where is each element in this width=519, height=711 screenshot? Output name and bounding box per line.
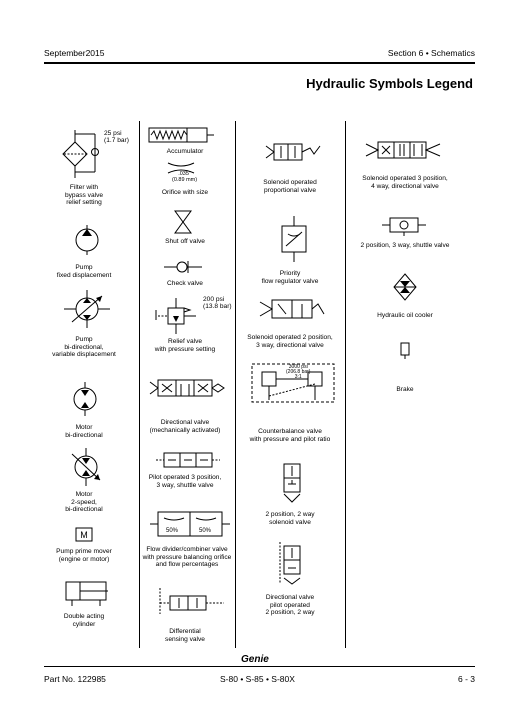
genie-logo: Genie [241,654,269,665]
double-acting-cylinder-symbol [65,581,108,606]
caption: Directional valve(mechanically activated… [149,419,221,434]
orifice-note: .035"(0.89 mm) [172,171,198,183]
pilot-2pos-2way-symbol [279,542,301,585]
motor-bidirectional-symbol [73,382,97,416]
solenoid-proportional-valve-symbol [265,143,321,161]
header-date: September2015 [44,48,105,58]
oil-cooler-symbol [393,273,417,301]
header-section: Section 6 • Schematics [387,48,475,58]
accumulator-symbol [148,127,214,143]
caption: 2 position, 3 way, shuttle valve [360,242,450,249]
caption: Pilot operated 3 position,3 way, shuttle… [148,474,222,489]
counterbalance-note: 3000 psi(206.8 bar)3:1 [286,364,311,380]
shuttle-valve-symbol [382,217,426,236]
caption: Solenoid operated 2 position,3 way, dire… [247,334,333,349]
priority-flow-regulator-symbol [281,216,307,262]
page-title: Hydraulic Symbols Legend [306,76,473,91]
svg-text:M: M [80,530,88,540]
caption: Hydraulic oil cooler [377,312,433,319]
pump-fixed-symbol [75,225,99,255]
header-rule [44,62,475,64]
brake-symbol [400,342,410,359]
solenoid-2pos-3way-symbol [259,299,325,319]
caption: Pump prime mover(engine or motor) [56,548,112,563]
footer-rule [44,666,475,667]
column-divider [139,121,140,648]
model-list: S-80 • S-85 • S-80X [220,674,295,684]
column-divider [345,121,346,648]
solenoid-2pos-2way-symbol [283,463,301,503]
differential-sensing-valve-symbol [159,588,224,614]
relief-note: 200 psi(13.8 bar) [203,296,232,310]
filter-note: 25 psi(1.7 bar) [104,130,129,144]
pump-variable-symbol [64,290,110,328]
solenoid-3pos-4way-symbol [365,141,441,159]
check-valve-symbol [164,261,202,273]
flow-divider-symbol [150,511,230,537]
page-number: 6 - 3 [457,674,475,684]
directional-valve-mech-symbol [149,379,225,397]
relief-valve-symbol [155,298,196,334]
flow-pct-left: 50% [166,528,179,534]
flow-pct-right: 50% [199,528,212,534]
part-number: Part No. 122985 [44,674,106,684]
caption: Orifice with size [161,189,209,196]
pilot-shuttle-valve-symbol [156,452,220,468]
motor-2speed-symbol [71,448,101,486]
shut-off-valve-symbol [174,210,192,234]
column-divider [235,121,236,648]
caption: Check valve [167,280,203,287]
orifice-symbol [167,162,195,174]
caption: Shut off valve [165,238,205,245]
prime-mover-symbol: M [75,527,93,542]
caption: Brake [396,386,414,393]
caption: Solenoid operated 3 position,4 way, dire… [362,175,448,190]
caption: Accumulator [166,148,204,155]
counterbalance-valve-symbol [251,363,335,403]
filter-bypass-symbol [62,130,99,178]
